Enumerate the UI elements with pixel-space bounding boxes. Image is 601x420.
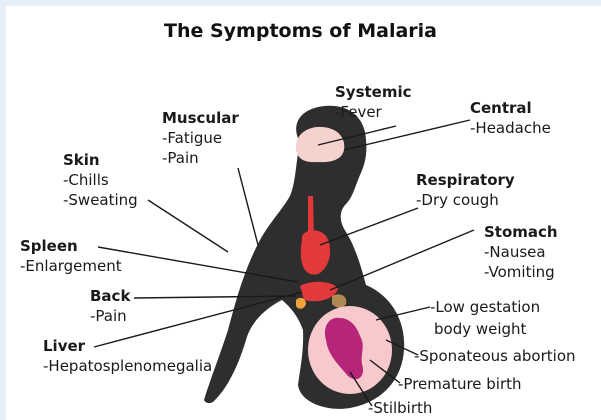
label-premature: -Premature birth — [398, 374, 522, 394]
label-skin: Skin -Chills -Sweating — [63, 150, 138, 210]
label-spleen: Spleen -Enlargement — [20, 236, 122, 276]
item-abortion: -Sponateous abortion — [414, 346, 576, 366]
item-stomach-vomiting: -Vomiting — [484, 262, 558, 282]
item-systemic-fever: -Fever — [335, 102, 412, 122]
item-stillbirth: -Stilbirth — [368, 398, 432, 418]
item-central-headache: -Headache — [470, 118, 551, 138]
item-gestation-line1: -Low gestation — [430, 296, 540, 318]
item-premature-birth: -Premature birth — [398, 374, 522, 394]
label-central: Central -Headache — [470, 98, 551, 138]
label-gestation: -Low gestation body weight — [430, 296, 540, 340]
item-stomach-nausea: -Nausea — [484, 242, 558, 262]
label-stomach: Stomach -Nausea -Vomiting — [484, 222, 558, 282]
label-abortion: -Sponateous abortion — [414, 346, 576, 366]
item-skin-sweating: -Sweating — [63, 190, 138, 210]
heading-systemic: Systemic — [335, 82, 412, 102]
item-muscular-pain: -Pain — [162, 148, 239, 168]
heading-back: Back — [90, 286, 130, 306]
item-liver-hepatosplenomegalia: -Hepatosplenomegalia — [43, 356, 212, 376]
label-respiratory: Respiratory -Dry cough — [416, 170, 515, 210]
label-liver: Liver -Hepatosplenomegalia — [43, 336, 212, 376]
label-systemic: Systemic -Fever — [335, 82, 412, 122]
heading-respiratory: Respiratory — [416, 170, 515, 190]
line-muscular — [238, 168, 258, 245]
item-back-pain: -Pain — [90, 306, 130, 326]
heading-liver: Liver — [43, 336, 212, 356]
label-muscular: Muscular -Fatigue -Pain — [162, 108, 239, 168]
item-spleen-enlargement: -Enlargement — [20, 256, 122, 276]
item-muscular-fatigue: -Fatigue — [162, 128, 239, 148]
line-skin — [148, 200, 228, 252]
heading-stomach: Stomach — [484, 222, 558, 242]
heading-muscular: Muscular — [162, 108, 239, 128]
label-stillbirth: -Stilbirth — [368, 398, 432, 418]
label-back: Back -Pain — [90, 286, 130, 326]
item-skin-chills: -Chills — [63, 170, 138, 190]
heading-spleen: Spleen — [20, 236, 122, 256]
item-respiratory-dry-cough: -Dry cough — [416, 190, 515, 210]
heading-skin: Skin — [63, 150, 138, 170]
heading-central: Central — [470, 98, 551, 118]
item-gestation-line2: body weight — [430, 318, 540, 340]
